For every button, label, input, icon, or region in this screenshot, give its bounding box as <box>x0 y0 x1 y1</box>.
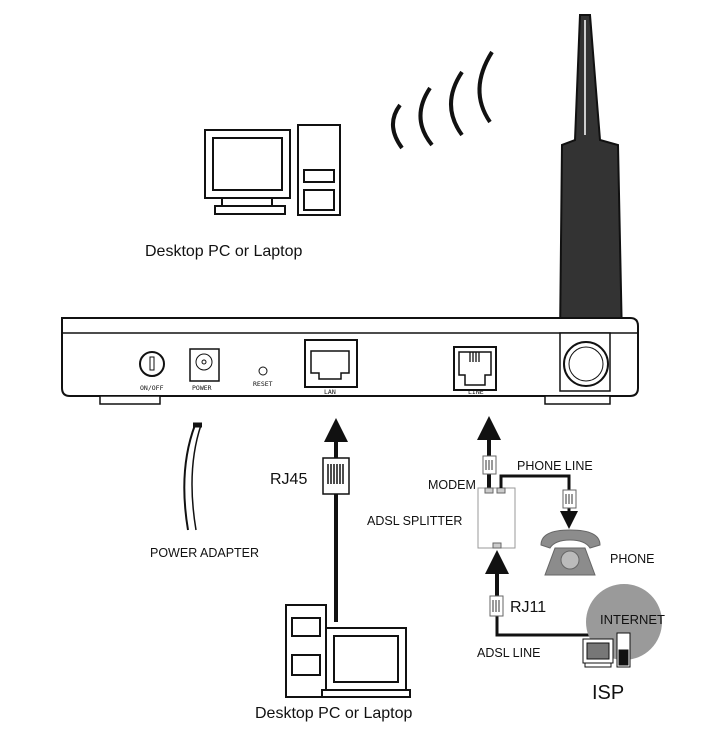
isp-label: ISP <box>592 682 624 704</box>
on-off-switch[interactable] <box>139 351 165 377</box>
top-device-label: Desktop PC or Laptop <box>145 243 303 260</box>
on-off-label: ON/OFF <box>140 384 164 392</box>
adsl-splitter <box>477 416 516 549</box>
phone-line-label: PHONE LINE <box>517 459 593 473</box>
power-jack[interactable] <box>189 348 220 382</box>
wifi-signal-icon <box>391 50 494 150</box>
rj45-connector-icon <box>322 457 350 495</box>
phone-label: PHONE <box>610 552 654 566</box>
lan-label: LAN <box>324 388 336 396</box>
adsl-line <box>485 550 592 637</box>
power-label: POWER <box>192 384 212 392</box>
isp-computer-icon <box>582 632 631 668</box>
power-adapter-label: POWER ADAPTER <box>150 546 259 560</box>
rj45-label: RJ45 <box>270 471 307 488</box>
bottom-device-label: Desktop PC or Laptop <box>255 705 413 722</box>
modem-label: MODEM <box>428 478 476 492</box>
reset-button[interactable] <box>258 366 268 376</box>
power-adapter-cable <box>183 422 202 531</box>
reset-label: RESET <box>253 380 273 388</box>
line-label: LINE <box>468 388 484 396</box>
rj11-label: RJ11 <box>510 599 546 616</box>
phone-line <box>499 474 578 529</box>
lan-port[interactable] <box>304 339 358 388</box>
line-port[interactable] <box>453 346 497 391</box>
desktop-pc-top-icon <box>204 124 341 216</box>
desktop-pc-bottom-icon <box>285 604 411 698</box>
adsl-line-label: ADSL LINE <box>477 646 540 660</box>
antenna <box>558 14 624 341</box>
internet-label: INTERNET <box>600 612 665 627</box>
rj45-cable <box>322 418 350 622</box>
telephone-icon <box>540 529 601 576</box>
adsl-splitter-label: ADSL SPLITTER <box>367 514 462 528</box>
router: ON/OFF POWER RESET LAN LINE <box>61 317 639 405</box>
